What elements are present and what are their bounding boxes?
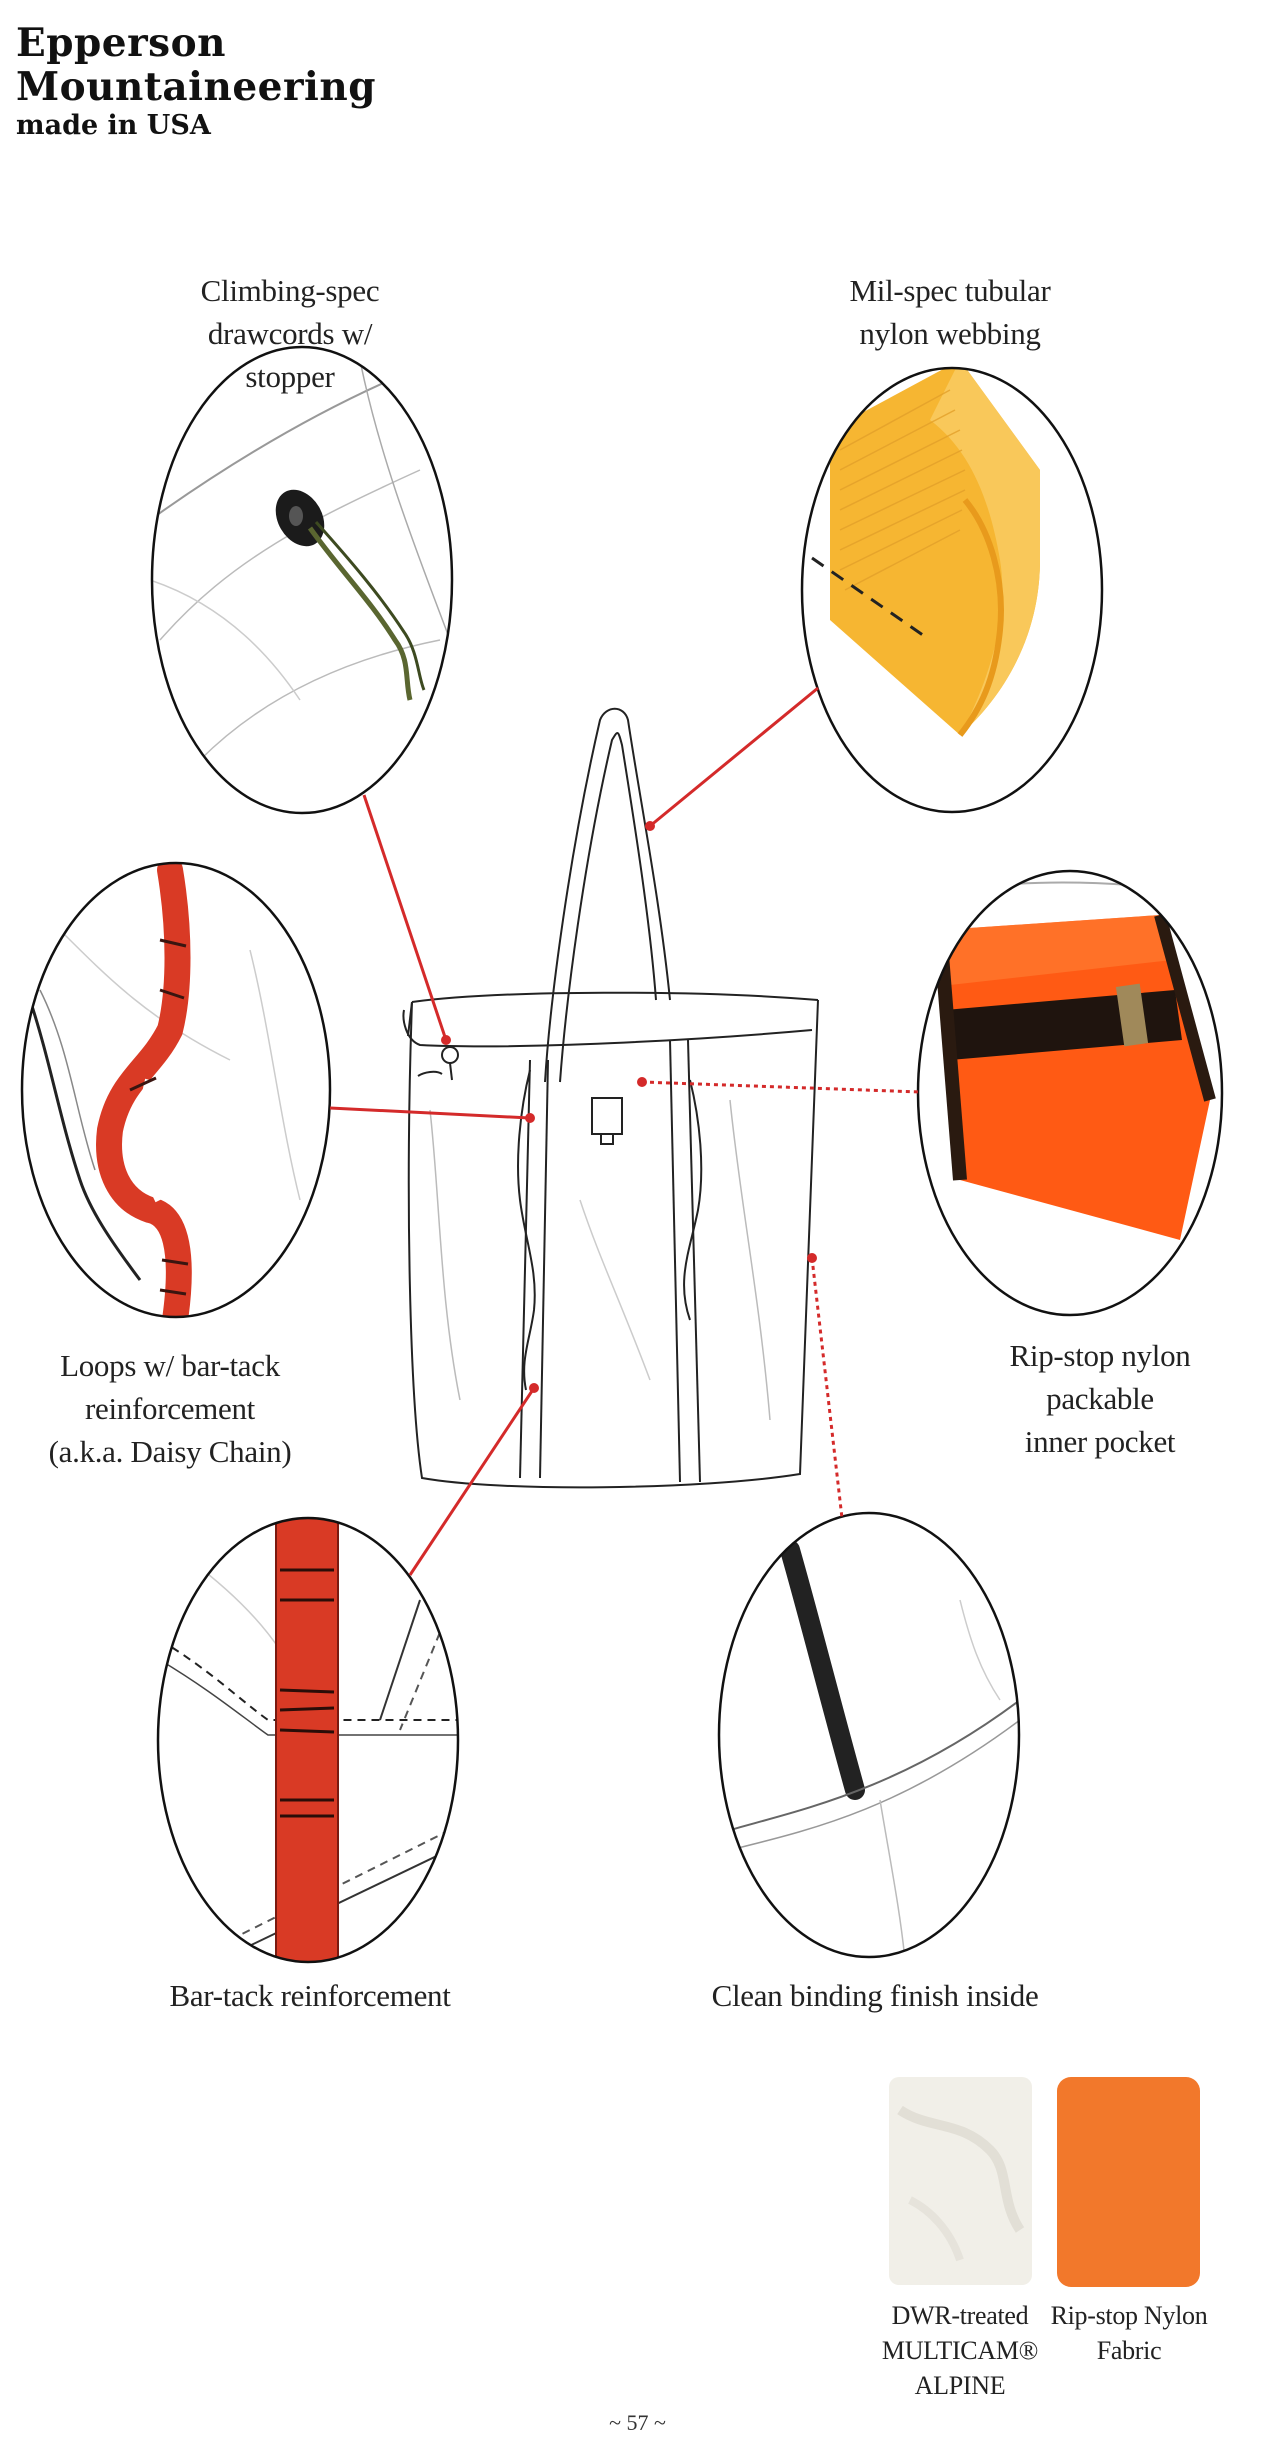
caption-pocket: Rip-stop nylon packable inner pocket: [960, 1335, 1240, 1463]
leader-dots: [441, 821, 817, 1393]
leader-line-drawcords: [362, 794, 448, 1041]
binding-detail-image: [717, 1511, 1021, 1959]
leader-lines: [329, 686, 921, 1576]
caption-loops: Loops w/ bar-tack reinforcement (a.k.a. …: [40, 1345, 300, 1473]
brand-block: Epperson Mountaineering made in USA: [16, 20, 376, 142]
caption-drawcords: Climbing-spec drawcords w/ stopper: [160, 270, 420, 398]
caption-bartack: Bar-tack reinforcement: [160, 1975, 460, 2018]
caption-webbing-line2: nylon webbing: [859, 315, 1041, 351]
caption-drawcords-line2: drawcords w/ stopper: [207, 315, 373, 394]
pocket-detail-image: [916, 869, 1224, 1317]
swatch-label-multicam-line1: DWR-treated: [891, 2301, 1029, 2330]
caption-loops-line3: (a.k.a. Daisy Chain): [48, 1433, 292, 1469]
caption-drawcords-line1: Climbing-spec: [200, 273, 380, 308]
drawcord-detail-image: [150, 345, 454, 815]
webbing-detail-image: [800, 366, 1104, 814]
brand-name-line2: Mountaineering: [16, 63, 376, 110]
fabric-swatch-multicam: [889, 2077, 1032, 2285]
caption-binding-line1: Clean binding finish inside: [711, 1978, 1039, 2013]
leader-line-binding: [810, 1257, 844, 1519]
caption-webbing: Mil-spec tubular nylon webbing: [820, 270, 1080, 356]
leader-line-webbing: [649, 686, 819, 828]
leader-line-loops: [329, 1106, 531, 1120]
brand-name-line1: Epperson: [16, 20, 226, 66]
swatch-label-multicam-line2: MULTICAM®: [881, 2336, 1039, 2366]
page-number: ~ 57 ~: [609, 2410, 666, 2435]
caption-loops-line2: reinforcement: [85, 1390, 255, 1426]
swatch-label-multicam-line3: ALPINE: [914, 2371, 1006, 2398]
caption-binding: Clean binding finish inside: [705, 1975, 1045, 2018]
leader-line-bartack: [408, 1387, 536, 1576]
swatch-label-ripstop: Rip-stop Nylon Fabric: [1044, 2298, 1214, 2398]
fabric-swatch-ripstop: [1057, 2077, 1200, 2287]
daisy-chain-detail-image: [20, 861, 332, 1319]
tote-bag-illustration: [402, 707, 819, 1489]
caption-pocket-line2: inner pocket: [1024, 1423, 1176, 1459]
caption-loops-line1: Loops w/ bar-tack: [60, 1348, 280, 1383]
caption-webbing-line1: Mil-spec tubular: [849, 273, 1051, 308]
caption-bartack-line1: Bar-tack reinforcement: [169, 1978, 451, 2013]
bartack-detail-image: [156, 1516, 460, 1964]
swatch-label-multicam: DWR-treated MULTICAM® ALPINE: [874, 2298, 1046, 2398]
caption-pocket-line1: Rip-stop nylon packable: [1009, 1338, 1191, 1416]
brand-tagline: made in USA: [16, 110, 211, 142]
leader-line-pocket: [641, 1080, 921, 1094]
swatch-label-ripstop-line2: Fabric: [1096, 2336, 1162, 2366]
swatch-label-ripstop-line1: Rip-stop Nylon: [1050, 2301, 1208, 2330]
